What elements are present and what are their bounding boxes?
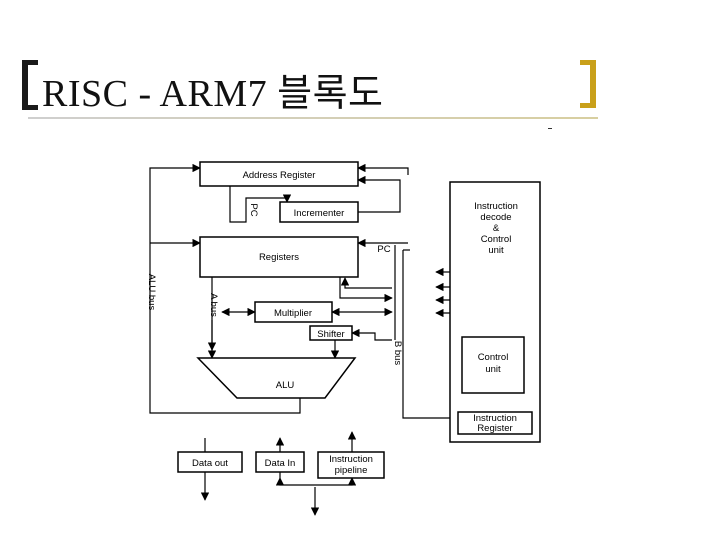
a-bus-label: A bus bbox=[208, 293, 219, 317]
title-bracket-right-bottom bbox=[580, 103, 596, 108]
alu-bus-label: ALU bus bbox=[146, 274, 157, 311]
instruction-decode-label-3: & bbox=[493, 223, 500, 234]
title-bracket-left-bar bbox=[22, 60, 28, 110]
incrementer-label: Incrementer bbox=[294, 208, 345, 219]
b-bus-label: B bus bbox=[392, 341, 403, 366]
instruction-pipeline-label-1: Instruction bbox=[329, 454, 373, 465]
instruction-decode-label-4: Control bbox=[481, 234, 512, 245]
pc-vertical-label: PC bbox=[248, 203, 259, 216]
instruction-decode-label-1: Instruction bbox=[474, 201, 518, 212]
feedback-address-top bbox=[357, 163, 409, 175]
b-bus-from-control bbox=[340, 277, 392, 289]
alu-block bbox=[196, 357, 357, 399]
shifter-block bbox=[309, 325, 353, 341]
title-bracket-left-bottom bbox=[22, 105, 38, 110]
address-register-to-incrementer bbox=[229, 186, 292, 223]
incrementer-to-address bbox=[357, 175, 401, 213]
pc-right-label: PC bbox=[377, 244, 390, 255]
small-dash-mark bbox=[548, 128, 552, 129]
data-out-block bbox=[177, 451, 243, 473]
registers-label: Registers bbox=[259, 252, 299, 263]
registers-block bbox=[199, 236, 359, 278]
instruction-register-block bbox=[457, 411, 533, 435]
instruction-decode-block bbox=[449, 181, 541, 443]
slide-title: RISC - ARM7 블록도 bbox=[42, 73, 384, 115]
instruction-pipeline-block bbox=[317, 451, 385, 479]
data-in-block bbox=[255, 451, 305, 473]
title-bracket-right-bar bbox=[590, 60, 596, 108]
alu-bus-line bbox=[149, 163, 301, 414]
title-bracket-right-top bbox=[580, 60, 596, 65]
instruction-decode-label-5: unit bbox=[488, 245, 504, 256]
title-underline bbox=[28, 117, 598, 119]
shifter-label: Shifter bbox=[317, 329, 344, 340]
data-in-label: Data In bbox=[265, 458, 296, 469]
data-in-to-pipeline bbox=[275, 477, 357, 486]
title-bracket-left-top bbox=[22, 60, 38, 65]
control-unit-block bbox=[461, 336, 525, 394]
address-register-block bbox=[199, 161, 359, 187]
instruction-pipeline-label-2: pipeline bbox=[335, 465, 368, 476]
registers-b-bus-out bbox=[339, 277, 393, 303]
address-register-label: Address Register bbox=[243, 170, 316, 181]
instruction-register-label-2: Register bbox=[477, 423, 512, 434]
instruction-decode-label-2: decode bbox=[480, 212, 511, 223]
control-unit-label-2: unit bbox=[485, 364, 501, 375]
b-bus-to-shifter bbox=[351, 328, 392, 341]
data-out-label: Data out bbox=[192, 458, 228, 469]
multiplier-block bbox=[254, 301, 333, 323]
alu-label: ALU bbox=[276, 380, 295, 391]
control-unit-label-1: Control bbox=[478, 352, 509, 363]
instruction-register-label-1: Instruction bbox=[473, 413, 517, 424]
multiplier-label: Multiplier bbox=[274, 308, 312, 319]
b-bus-line-lower bbox=[402, 250, 460, 429]
incrementer-block bbox=[279, 201, 359, 223]
